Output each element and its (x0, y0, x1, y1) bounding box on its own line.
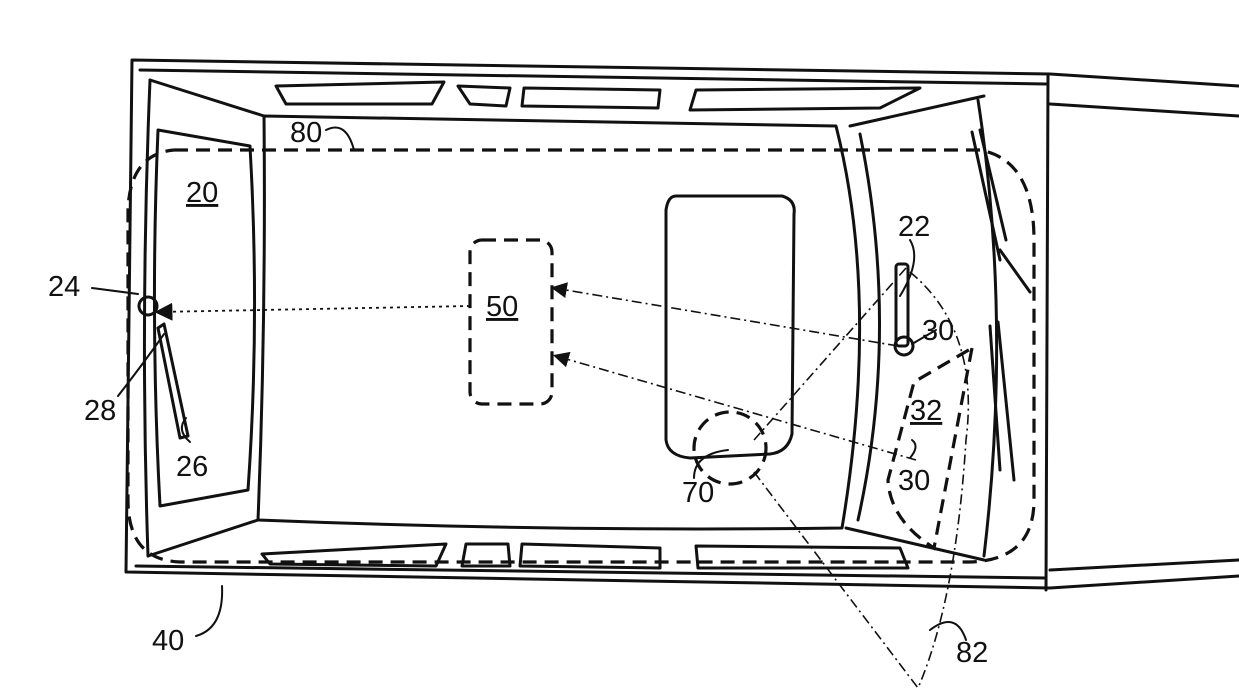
zone-70-dashed-circle (692, 410, 768, 486)
zone-50-dashed-box (468, 238, 554, 406)
label-28: 28 (84, 395, 116, 427)
front-wipers (970, 128, 1032, 482)
region-80-dashed-boundary (126, 148, 1036, 564)
signal-arrows (154, 282, 917, 461)
label-22: 22 (898, 211, 930, 243)
label-70: 70 (682, 477, 714, 509)
vehicle-body-outline (124, 58, 1239, 592)
label-32: 32 (910, 395, 942, 427)
leader-lines (91, 126, 967, 641)
label-20: 20 (186, 177, 218, 209)
rear-wiper (156, 322, 190, 440)
label-26: 26 (176, 451, 208, 483)
field-of-view-82 (753, 267, 970, 689)
label-24: 24 (48, 271, 80, 303)
label-30-lower: 30 (898, 465, 930, 497)
zone-32-dashed-region (886, 344, 975, 551)
rear-window (152, 128, 257, 508)
label-40: 40 (152, 625, 184, 657)
sunroof (664, 194, 796, 460)
label-80: 80 (290, 117, 322, 149)
cabin-outline (142, 78, 999, 562)
label-50: 50 (486, 291, 518, 323)
camera-22 (894, 262, 910, 348)
label-30-upper: 30 (922, 315, 954, 347)
side-windows (260, 80, 922, 570)
label-82: 82 (956, 637, 988, 669)
